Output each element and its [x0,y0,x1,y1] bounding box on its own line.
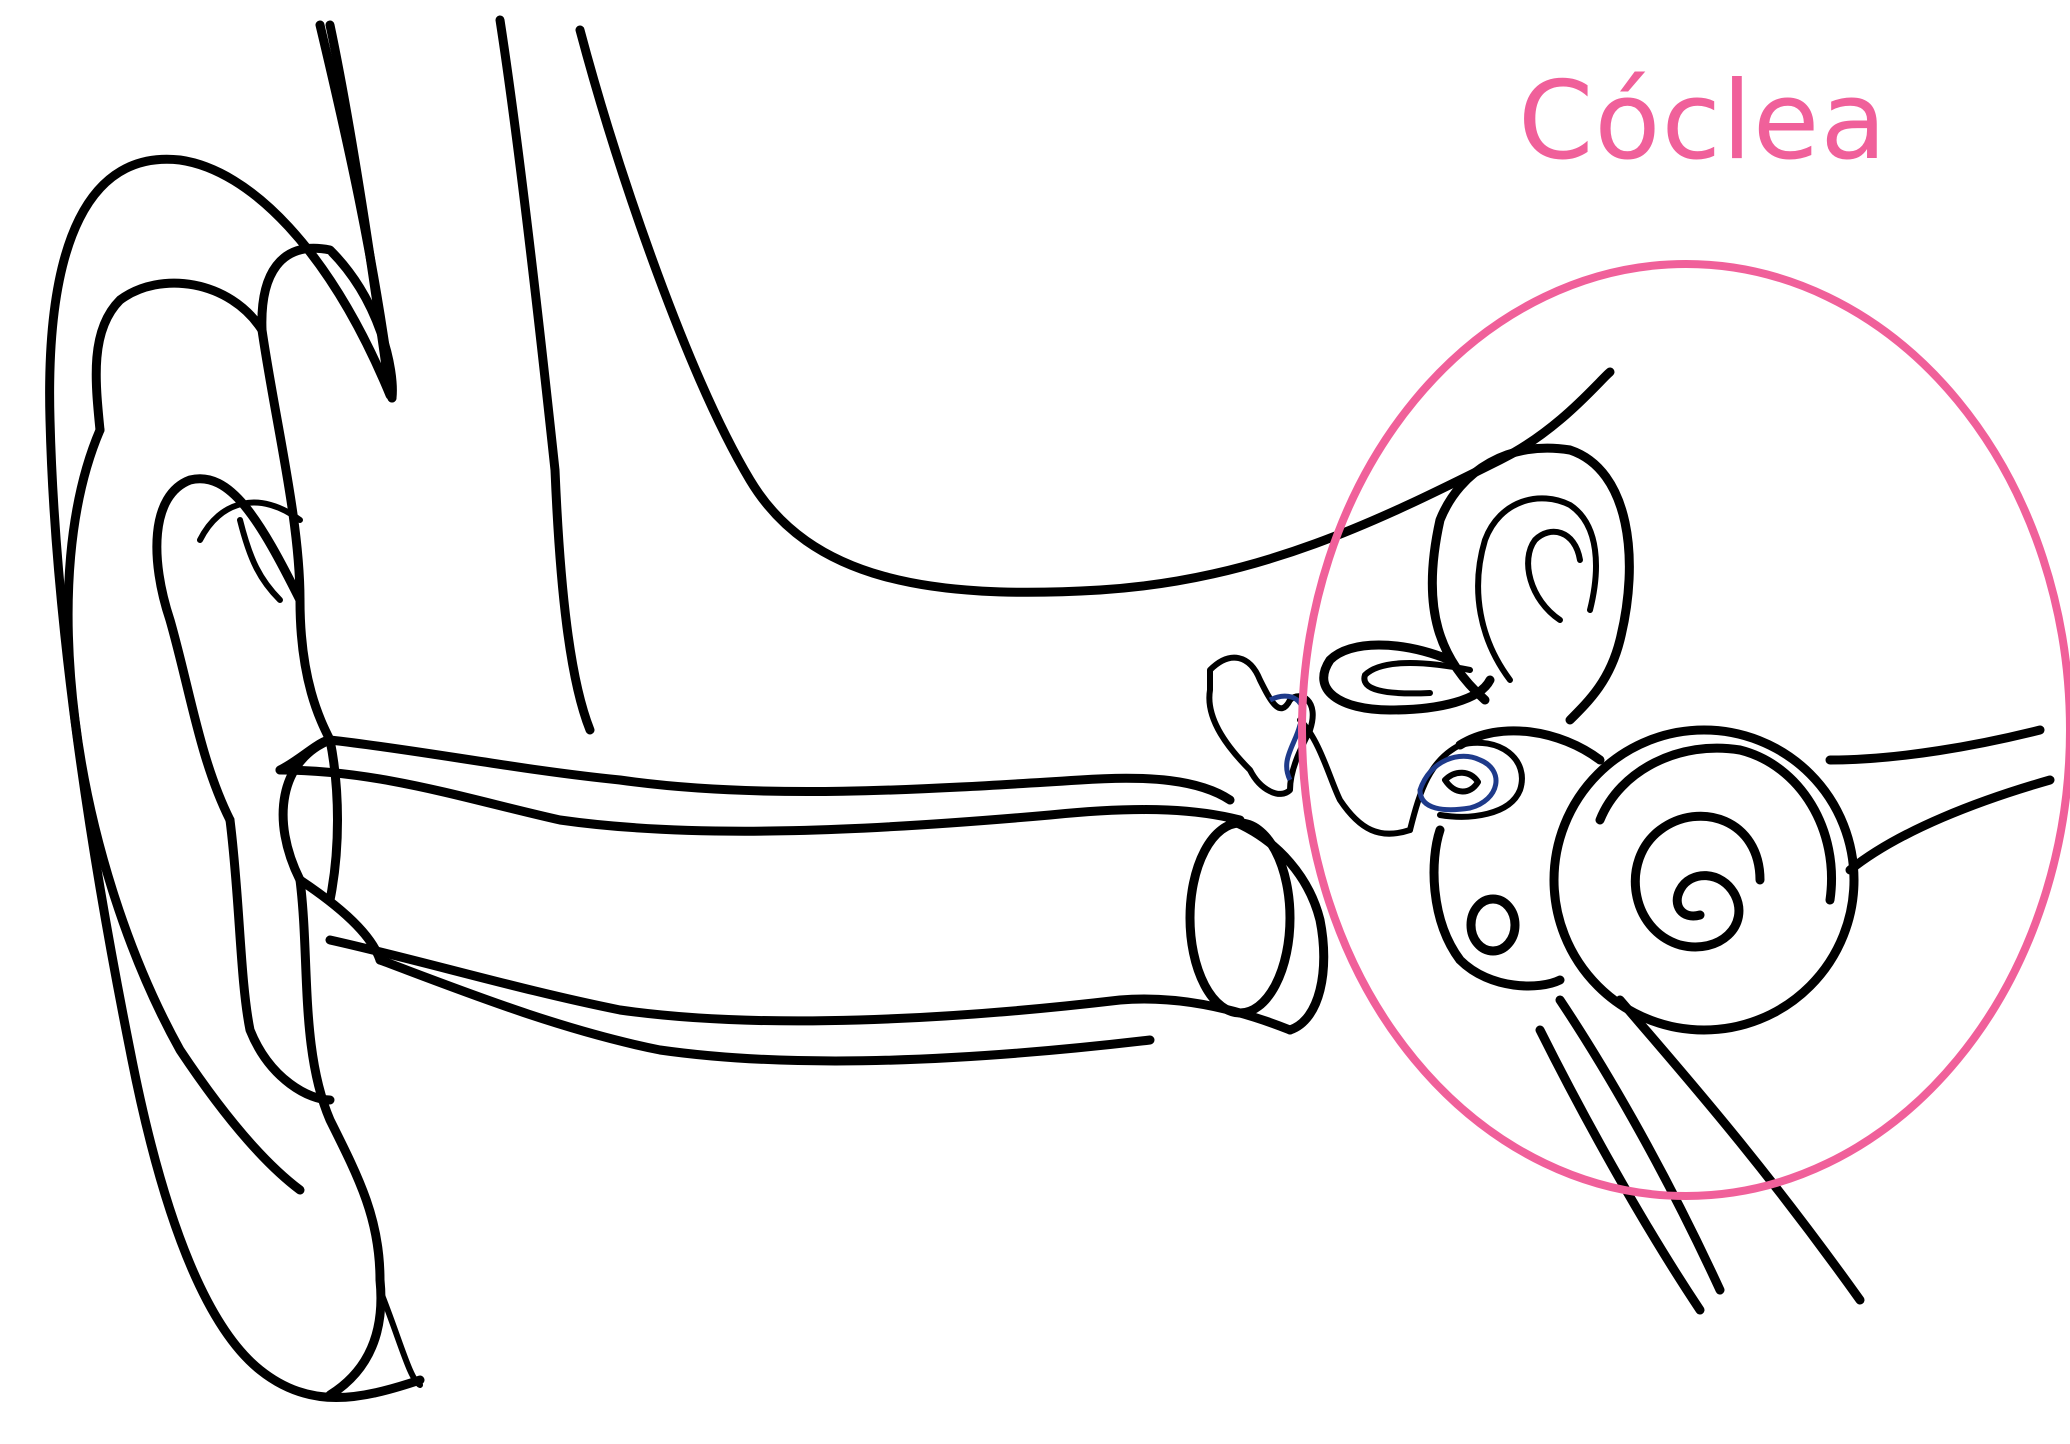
ear-canal [280,740,1324,1061]
head-outline [500,20,1610,730]
inner-ear [1324,448,2050,1310]
outer-ear [50,25,420,1398]
cochlea-label: Cóclea [1518,68,1888,176]
